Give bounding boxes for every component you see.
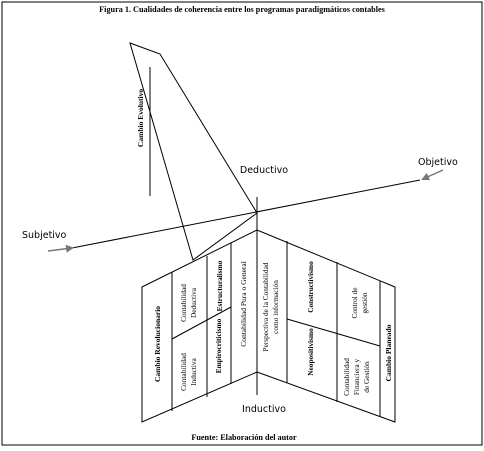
label-estructuralismo: Estructuralismo <box>215 260 224 311</box>
label-empirocriticismo: Empirocriticismo <box>214 318 223 373</box>
label-control-gestion: Control de gestión <box>350 287 369 318</box>
label-contabilidad-deductiva: Contabilidad Deductiva <box>179 284 198 322</box>
label-inductivo: Inductivo <box>242 404 286 415</box>
label-cambio-planeado: Cambio Planeado <box>384 324 393 381</box>
label-contabilidad-inductiva: Contabilidad Inductiva <box>179 353 198 391</box>
svg-text:Perspectiva de la Contabilidad: Perspectiva de la Contabilidad <box>261 262 270 351</box>
divider-l-mid <box>171 306 232 340</box>
svg-text:Deductiva: Deductiva <box>189 287 198 318</box>
label-subjetivo: Subjetivo <box>22 230 67 241</box>
svg-text:Contabilidad: Contabilidad <box>179 284 188 322</box>
upper-panel <box>129 42 258 261</box>
label-cambio-evolutivo: Cambio Evolutivo <box>136 89 145 147</box>
label-cambio-revolucionario: Cambio Revolucionario <box>153 306 162 382</box>
svg-text:Inductiva: Inductiva <box>189 357 198 385</box>
svg-text:Contabilidad: Contabilidad <box>179 353 188 391</box>
lower-right-panel <box>256 229 396 423</box>
svg-text:gestión: gestión <box>360 292 369 313</box>
figure-title: Figura 1. Cualidades de coherencia entre… <box>99 5 385 14</box>
svg-text:de Gestión: de Gestión <box>362 361 371 393</box>
subjective-objective-axis <box>71 179 421 249</box>
divider-r-mid <box>286 318 381 347</box>
objetivo-arrow-icon <box>421 169 444 181</box>
label-objetivo: Objetivo <box>418 157 458 168</box>
subjetivo-arrow-icon <box>47 244 74 253</box>
label-deductivo: Deductivo <box>240 165 288 176</box>
svg-text:Financiera y: Financiera y <box>352 359 361 396</box>
label-contabilidad-financiera: Contabilidad Financiera y de Gestión <box>342 358 371 396</box>
label-constructivismo: Constructivismo <box>306 261 315 313</box>
label-neopositivismo: Neopositivismo <box>306 328 315 376</box>
svg-text:Control de: Control de <box>350 287 359 318</box>
figure-source: Fuente: Elaboración del autor <box>191 433 297 442</box>
svg-text:Contabilidad: Contabilidad <box>342 358 351 396</box>
label-perspectiva-contabilidad: Perspectiva de la Contabilidad como info… <box>261 262 280 351</box>
svg-text:como información: como información <box>271 280 280 334</box>
label-contabilidad-pura: Contabilidad Pura o General <box>239 261 248 347</box>
